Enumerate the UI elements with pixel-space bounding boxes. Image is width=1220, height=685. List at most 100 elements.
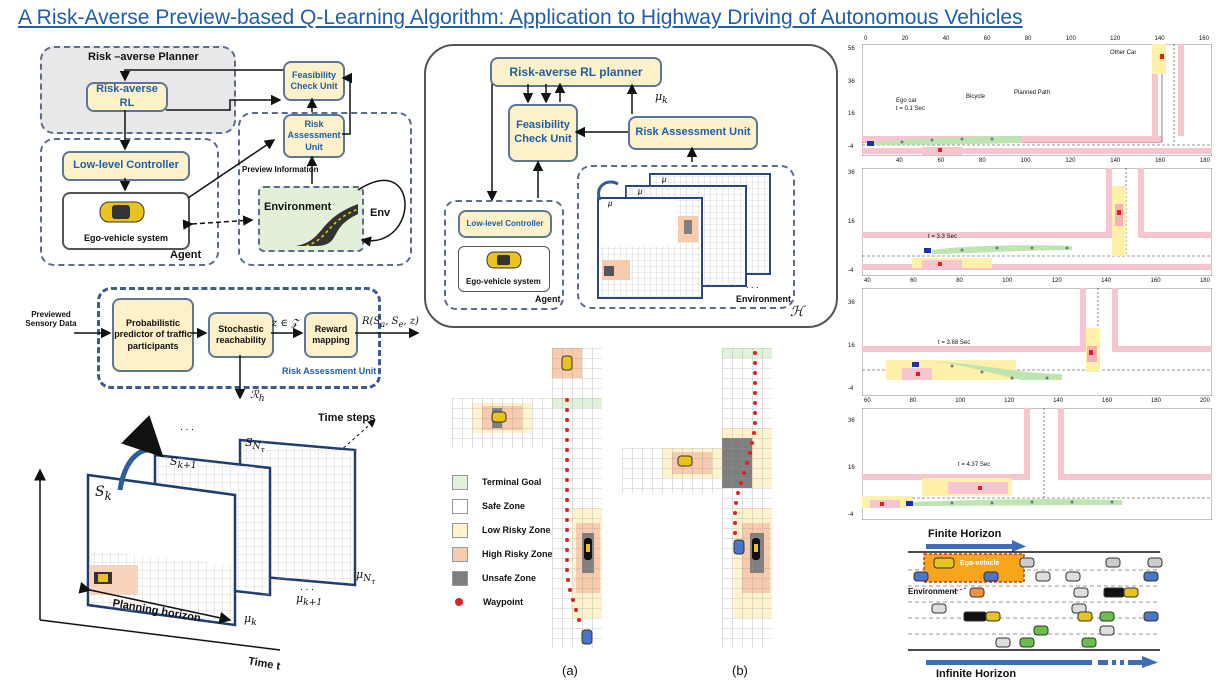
reachable-set-label: ℛh [250, 388, 265, 405]
legend-label: Unsafe Zone [482, 573, 537, 583]
tick: 60 [864, 398, 871, 404]
time-label-4: t = 4.37 Sec [958, 462, 991, 468]
tick: 120 [1065, 158, 1076, 164]
tick: 36 [848, 78, 855, 85]
tick: 180 [1199, 158, 1210, 164]
environment-region-2 [577, 165, 795, 309]
tick: -4 [848, 268, 854, 274]
grid-stack-icon: μ μ μ . . . [597, 173, 771, 299]
mu-symbol: μ [655, 90, 663, 103]
planned-path-label: Planned Path [1014, 90, 1051, 96]
risk-unit-label: Risk Assessment Unit [282, 366, 377, 376]
muk1-symbol: μ [296, 592, 304, 605]
fig1-connectors [119, 69, 406, 247]
tick: 60 [983, 36, 991, 42]
legend-swatch-terminal [452, 474, 468, 490]
caption-a: (a) [562, 663, 578, 678]
tick: 120 [1004, 398, 1015, 404]
tick: 36 [848, 170, 855, 176]
caption-b: (b) [732, 663, 748, 678]
mu-k1-bottom: μk+1 [296, 592, 323, 609]
other-car-label: Other Car [1110, 50, 1137, 56]
legend-item: Low Risky Zone [452, 518, 553, 542]
munt-symbol: μ [356, 568, 364, 581]
muk-symbol: μ [244, 612, 252, 625]
mu-nt-bottom: μNτ [356, 568, 376, 587]
svg-text:. . .: . . . [746, 280, 759, 290]
time-steps-label: Time steps [318, 412, 376, 424]
legend-swatch-high [452, 546, 468, 562]
reward-output-label: R(Sa, Se, z) [362, 316, 419, 329]
tick: 16 [848, 465, 855, 471]
time-label-3: t = 3.68 Sec [938, 340, 971, 346]
legend-swatch-safe [452, 498, 468, 514]
legend-item: Unsafe Zone [452, 566, 553, 590]
tick: -4 [848, 512, 854, 518]
environment-pointer-label: Environment [908, 587, 957, 596]
z-label: z ∈ 𝒵 [272, 318, 299, 329]
tick: 160 [1102, 398, 1113, 404]
plot-canvas [862, 44, 1212, 156]
input-label: Previewed Sensory Data [25, 310, 77, 328]
tick: 160 [1155, 158, 1166, 164]
plot-canvas [862, 288, 1212, 396]
feasibility-box-2: Feasibility Check Unit [508, 104, 578, 162]
time-label-2: t = 3.3 Sec [928, 234, 957, 240]
agent-label-2: Agent [535, 294, 561, 304]
tick: 100 [1065, 36, 1076, 42]
preview-info-label: Preview Information [242, 165, 319, 174]
legend-item: Safe Zone [452, 494, 553, 518]
svg-text:μ: μ [661, 175, 667, 184]
risk-unit-region [97, 287, 381, 389]
low-level-controller-box: Low-level Controller [62, 151, 190, 181]
agent-region [40, 138, 219, 266]
rl-planner-box: Risk-averse RL planner [490, 57, 662, 87]
tick: 140 [1053, 398, 1064, 404]
reach-symbol: ℛ [250, 388, 259, 401]
environment-label: Environment [264, 201, 332, 213]
legend-swatch-unsafe [452, 570, 468, 586]
tick: -4 [848, 386, 854, 392]
legend-label: Waypoint [483, 597, 524, 607]
ego-system-label-2: Ego-vehicle system [466, 277, 541, 286]
svg-text:μ: μ [637, 187, 643, 196]
sk-label: Sk [95, 484, 112, 503]
grid-legend: Terminal Goal Safe Zone Low Risky Zone H… [452, 470, 553, 614]
reward-tail: , z) [403, 316, 419, 327]
tick: -4 [848, 143, 854, 150]
page-title[interactable]: A Risk-Averse Preview-based Q-Learning A… [18, 6, 1023, 29]
reward-symbol: R(S [362, 316, 381, 327]
tick: 56 [848, 46, 855, 52]
tick: 100 [1002, 278, 1013, 284]
planner-rounded-frame [424, 44, 838, 328]
svg-text:. . .: . . . [180, 422, 194, 433]
environment-region [238, 112, 412, 266]
agent-region-2 [444, 200, 564, 310]
reachability-box: Stochastic reachability [208, 312, 274, 358]
legend-label: Terminal Goal [482, 477, 542, 487]
legend-label: Low Risky Zone [482, 525, 551, 535]
H-label: ℋ [790, 304, 804, 320]
tick: 120 [1110, 36, 1121, 42]
tick: 20 [901, 36, 909, 42]
tick: 60 [937, 158, 945, 164]
tick: 40 [896, 158, 903, 164]
tick: 36 [848, 418, 855, 424]
tick: 180 [1150, 398, 1161, 404]
snt-label: SNτ [245, 436, 265, 455]
tick: 60 [910, 278, 917, 284]
tick: 140 [1110, 158, 1121, 164]
tick: 0 [864, 36, 868, 42]
tick: 40 [864, 278, 871, 284]
bicycle-label: Bicycle [966, 94, 986, 100]
car-icon-2 [486, 251, 522, 269]
tick: 100 [1020, 158, 1031, 164]
